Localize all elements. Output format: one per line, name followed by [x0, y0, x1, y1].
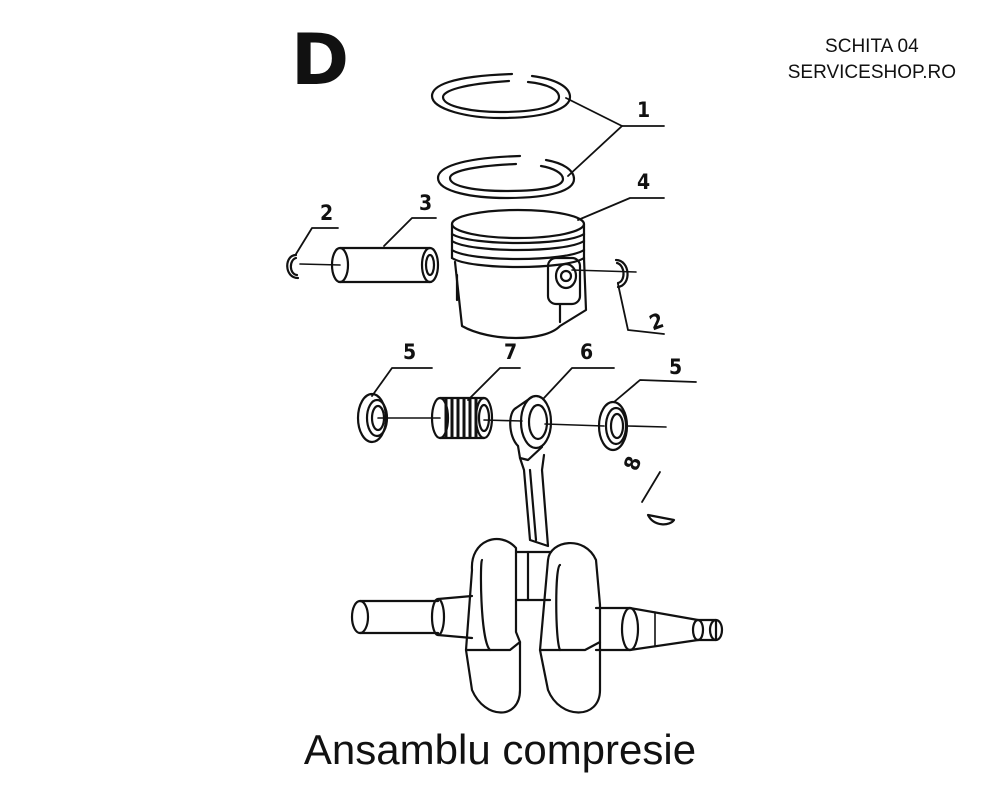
sheet-info: SCHITA 04 SERVICESHOP.RO [788, 34, 956, 86]
section-letter: D [291, 19, 350, 101]
callout-2-left: 2 [320, 201, 333, 225]
crankshaft [350, 538, 724, 714]
callout-2-right: 2 [646, 308, 667, 335]
piston-pin [330, 246, 440, 284]
callout-3: 3 [419, 191, 432, 215]
piston-ring-top [430, 72, 572, 120]
callout-labels: 1 4 3 2 2 5 7 6 5 8 [320, 98, 682, 474]
site-name: SERVICESHOP.RO [787, 62, 956, 83]
callout-leaders [295, 97, 697, 503]
callout-5-right: 5 [669, 355, 682, 379]
assembly-centerlines [299, 263, 667, 428]
callout-5-left: 5 [403, 340, 416, 364]
callout-7: 7 [504, 340, 517, 364]
needle-bearing [430, 396, 494, 440]
callout-1: 1 [637, 98, 650, 122]
callout-4: 4 [637, 170, 650, 194]
sheet-number: SCHITA 04 [825, 36, 919, 57]
circlip-right [614, 258, 629, 289]
callout-6: 6 [580, 340, 593, 364]
woodruff-key [646, 513, 676, 526]
diagram-caption: Ansamblu compresie [303, 726, 697, 773]
circlip-left [286, 253, 300, 280]
callout-8: 8 [619, 453, 646, 474]
piston-ring-bottom [436, 154, 576, 200]
connecting-rod [509, 394, 553, 548]
piston [450, 208, 588, 340]
